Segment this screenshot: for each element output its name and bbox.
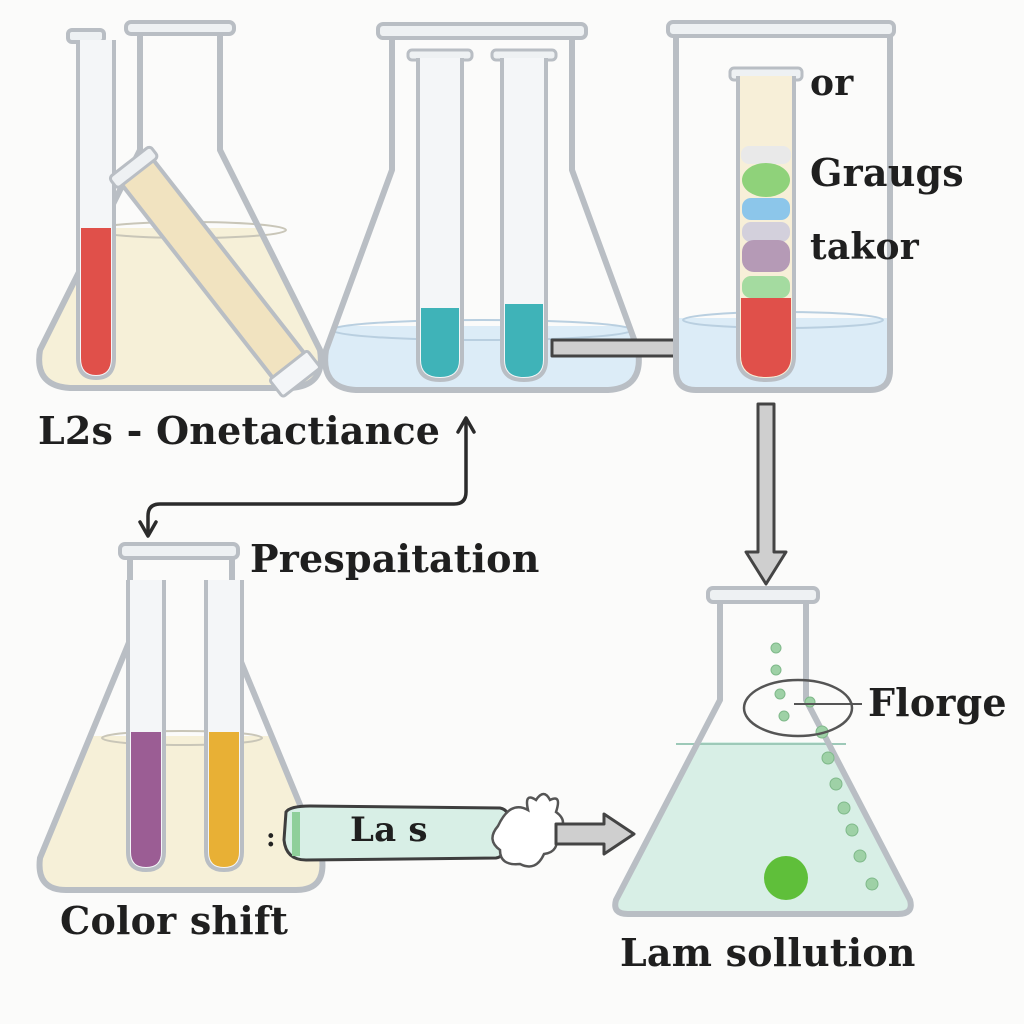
beaker-top-right (666, 20, 896, 393)
label-graugs: Graugs (810, 150, 964, 195)
flask-top-left (36, 20, 324, 398)
label-takor: takor (810, 226, 919, 268)
arrow-down (744, 402, 788, 586)
label-precipitation: Prespaitation (250, 536, 540, 581)
green-particle (764, 856, 808, 900)
label-lam-solution: Lam sollution (620, 930, 916, 975)
label-top-left: L2s - Onetactiance (38, 408, 441, 453)
label-florge: Florge (868, 680, 1007, 725)
label-color-shift: Color shift (60, 898, 289, 943)
red-test-tube (66, 28, 116, 381)
flask-bottom-right (612, 586, 914, 917)
flask-top-middle (322, 22, 642, 393)
arrow-back-curve (138, 416, 476, 538)
colon-mark: : (266, 823, 276, 853)
green-connector-tube (282, 792, 565, 868)
orange-test-tube (204, 580, 244, 873)
bubbles (770, 642, 879, 891)
label-las: La s (350, 810, 428, 850)
teal-test-tube-2 (490, 48, 558, 383)
purple-test-tube (126, 580, 166, 873)
layered-test-tube (728, 66, 804, 383)
label-or: or (810, 62, 854, 104)
diagonal-test-tube (108, 145, 321, 398)
florge-highlight-ring (742, 678, 854, 738)
arrow-right-bottom (554, 812, 636, 856)
teal-test-tube-1 (406, 48, 474, 383)
flask-bottom-left (36, 542, 326, 893)
